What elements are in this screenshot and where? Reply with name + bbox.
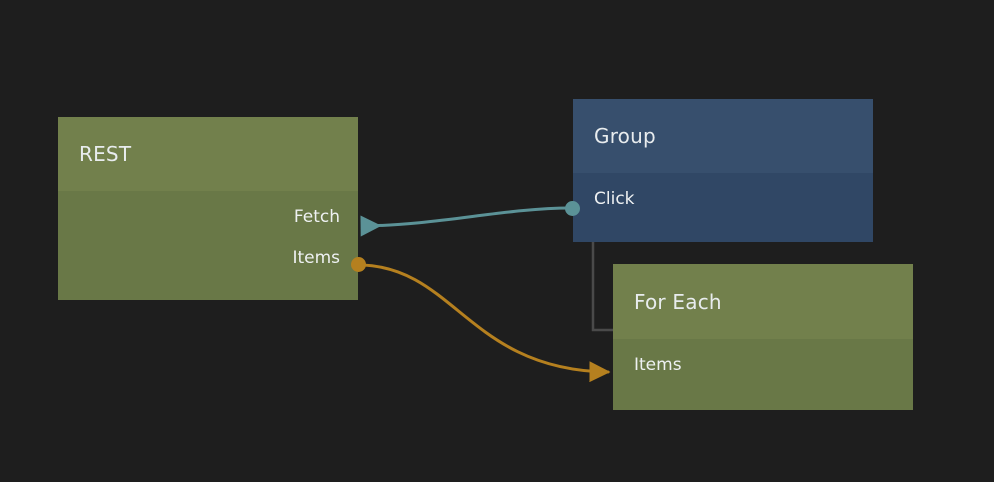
node-group[interactable]: Group Click	[573, 99, 873, 242]
node-foreach-body: Items	[613, 339, 913, 410]
port-row-rest-fetch[interactable]: Fetch	[58, 197, 358, 238]
node-group-header[interactable]: Group	[573, 99, 873, 173]
edge-click-to-fetch[interactable]	[360, 206, 573, 237]
port-row-foreach-items[interactable]: Items	[613, 345, 913, 386]
port-dot-group-click[interactable]	[565, 201, 580, 216]
node-rest-body: Fetch Items	[58, 191, 358, 300]
node-group-body: Click	[573, 173, 873, 242]
node-group-title: Group	[594, 124, 656, 148]
port-row-group-click[interactable]: Click	[573, 179, 873, 220]
port-label-foreach-items: Items	[634, 355, 682, 375]
port-label-group-click: Click	[594, 189, 635, 209]
node-foreach-header[interactable]: For Each	[613, 264, 913, 339]
node-foreach[interactable]: For Each Items	[613, 264, 913, 410]
port-row-rest-items[interactable]: Items	[58, 238, 358, 279]
port-dot-rest-items[interactable]	[351, 257, 366, 272]
node-rest-title: REST	[79, 142, 132, 166]
node-foreach-title: For Each	[634, 289, 722, 314]
node-rest-header[interactable]: REST	[58, 117, 358, 191]
port-label-rest-fetch: Fetch	[293, 207, 340, 227]
port-label-rest-items: Items	[292, 248, 340, 268]
node-rest[interactable]: REST Fetch Items	[58, 117, 358, 300]
